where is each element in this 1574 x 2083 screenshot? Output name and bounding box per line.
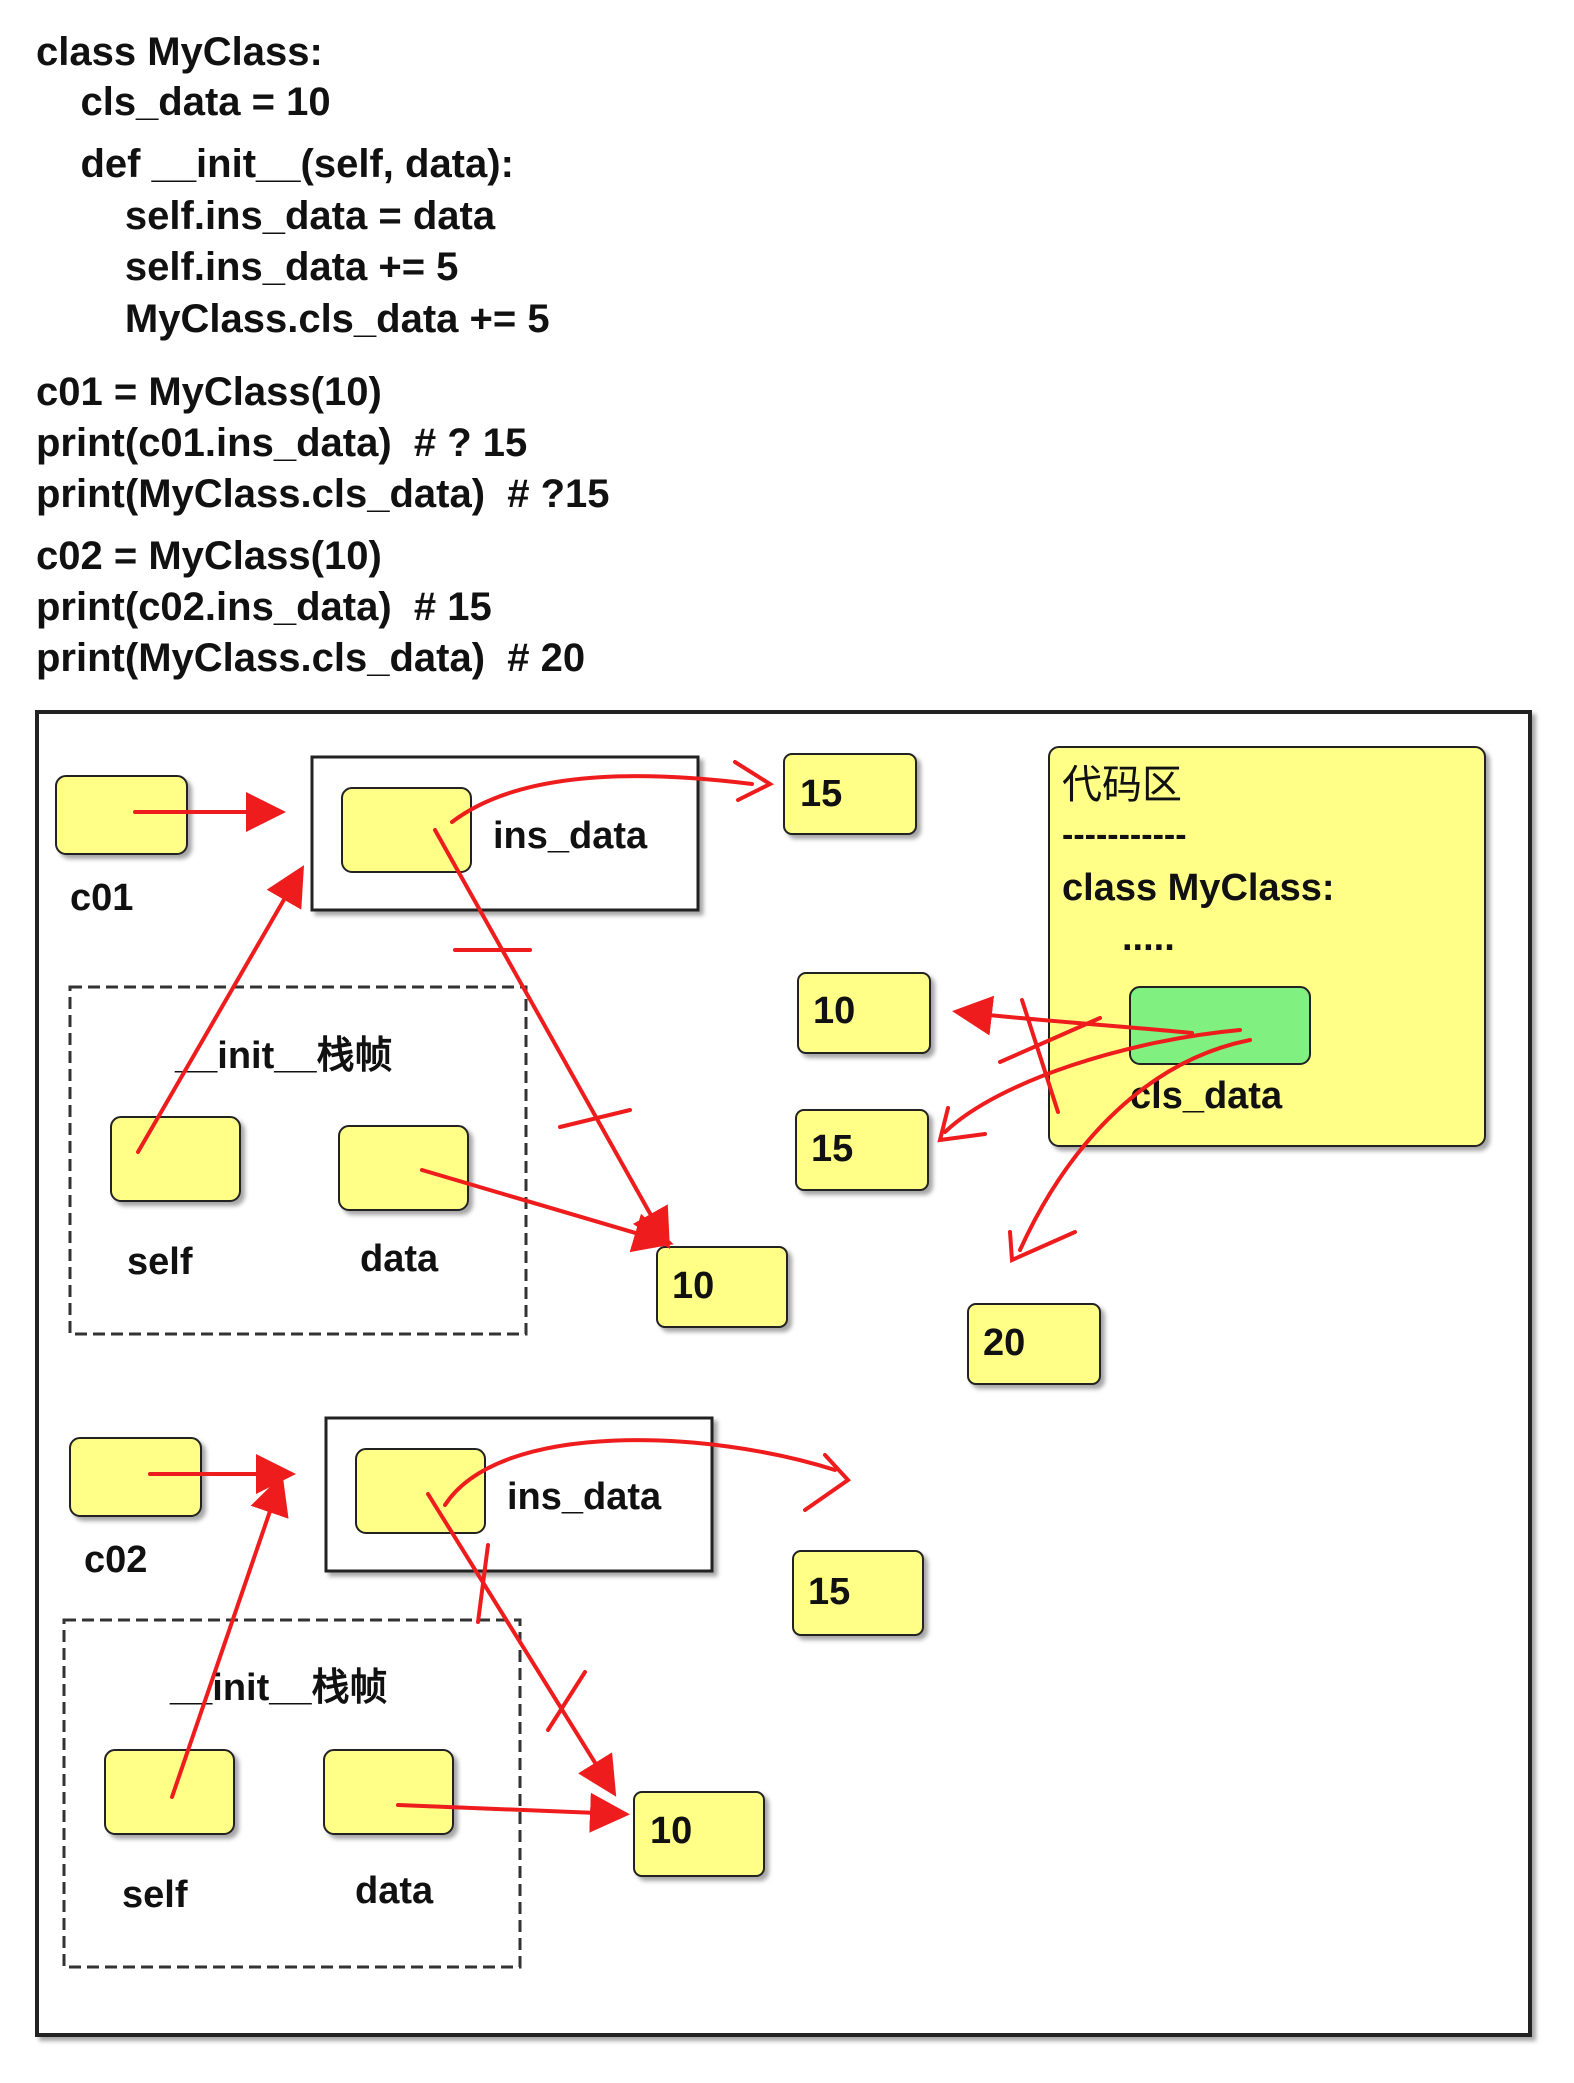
c02-value-10-text: 10 bbox=[650, 1810, 692, 1852]
cls-value-10 bbox=[797, 972, 931, 1054]
code-area-ellipsis: ..... bbox=[1122, 917, 1175, 959]
c01-value-15-text: 15 bbox=[800, 773, 842, 815]
code-line: c02 = MyClass(10) bbox=[36, 534, 382, 578]
c01-ins-to-15-arrowhead bbox=[733, 760, 775, 802]
c02-value-15 bbox=[792, 1550, 924, 1636]
c02-ins-to-15-arrow bbox=[443, 1438, 837, 1507]
cls-value-20 bbox=[967, 1303, 1101, 1385]
c01-var-box bbox=[55, 775, 188, 855]
code-line: print(c01.ins_data) # ? 15 bbox=[36, 421, 528, 465]
code-area-separator: ----------- bbox=[1062, 816, 1187, 854]
c02-init-frame bbox=[62, 1618, 522, 1969]
c02-ins-data-label: ins_data bbox=[507, 1476, 662, 1518]
c01-label: c01 bbox=[70, 877, 133, 919]
c02-self-ref-arrow bbox=[170, 1474, 289, 1799]
c01-value-10 bbox=[656, 1246, 788, 1328]
c02-data-box bbox=[323, 1749, 454, 1835]
c01-ins-data-label: ins_data bbox=[493, 815, 648, 857]
c01-self-label: self bbox=[127, 1241, 193, 1283]
c02-ins-to-10-arrow bbox=[426, 1492, 617, 1797]
cls-value-10-text: 10 bbox=[813, 990, 855, 1032]
cls-data-slot bbox=[1129, 986, 1311, 1065]
c01-value-10-text: 10 bbox=[672, 1265, 714, 1307]
cls-to-20-arrow bbox=[1018, 1038, 1252, 1252]
c01-ins-data-slot bbox=[341, 787, 472, 873]
c01-ins-to-15-arrow bbox=[450, 774, 754, 824]
cls-to-20-arrowhead bbox=[1008, 1230, 1077, 1263]
code-line: self.ins_data += 5 bbox=[36, 245, 459, 289]
c02-value-15-text: 15 bbox=[808, 1571, 850, 1613]
cls-cross-mark bbox=[998, 1016, 1102, 1064]
cls-cross-mark bbox=[1020, 998, 1060, 1114]
c02-cross-mark bbox=[546, 1670, 587, 1732]
c02-var-box bbox=[69, 1437, 202, 1517]
code-line: print(MyClass.cls_data) # 20 bbox=[36, 636, 586, 680]
c02-ins-to-15-arrowhead bbox=[803, 1453, 852, 1512]
c02-data-to-10-arrow bbox=[396, 1792, 630, 1833]
cls-to-15-arrowhead bbox=[937, 1106, 987, 1143]
cls-value-15 bbox=[795, 1109, 929, 1191]
c01-data-label: data bbox=[360, 1238, 439, 1280]
code-line: cls_data = 10 bbox=[36, 80, 331, 124]
cls-value-20-text: 20 bbox=[983, 1322, 1025, 1364]
c01-cross-mark bbox=[558, 1108, 632, 1129]
c01-ins-to-10-arrow bbox=[433, 828, 670, 1249]
cls-to-15-arrow bbox=[943, 1028, 1242, 1134]
c01-data-box bbox=[338, 1125, 469, 1211]
c02-cross-mark bbox=[476, 1543, 490, 1624]
code-line: print(MyClass.cls_data) # ?15 bbox=[36, 472, 610, 516]
c02-value-10 bbox=[633, 1791, 765, 1877]
c02-self-box bbox=[104, 1749, 235, 1835]
c01-init-frame-title: __init__栈帧 bbox=[174, 1035, 393, 1077]
cls-value-15-text: 15 bbox=[811, 1128, 853, 1170]
c01-init-frame bbox=[68, 985, 528, 1336]
c02-init-frame-title: __init__栈帧 bbox=[169, 1667, 388, 1709]
code-line: self.ins_data = data bbox=[36, 194, 496, 238]
code-area-title: 代码区 bbox=[1062, 762, 1182, 808]
c02-self-label: self bbox=[122, 1874, 188, 1916]
code-line: def __init__(self, data): bbox=[36, 142, 514, 186]
c01-value-15 bbox=[783, 753, 917, 835]
code-line: print(c02.ins_data) # 15 bbox=[36, 585, 492, 629]
c02-ins-data-slot bbox=[355, 1448, 486, 1534]
c01-data-to-10-arrow bbox=[420, 1168, 674, 1253]
code-line: MyClass.cls_data += 5 bbox=[36, 297, 550, 341]
c02-label: c02 bbox=[84, 1539, 147, 1581]
c01-self-box bbox=[110, 1116, 241, 1202]
c01-self-ref-arrow bbox=[136, 865, 305, 1154]
cls-to-10-arrow bbox=[952, 995, 1194, 1036]
code-area-class-line: class MyClass: bbox=[1062, 867, 1335, 909]
code-line: class MyClass: bbox=[36, 30, 323, 74]
code-line: c01 = MyClass(10) bbox=[36, 370, 382, 414]
c02-data-label: data bbox=[355, 1870, 434, 1912]
